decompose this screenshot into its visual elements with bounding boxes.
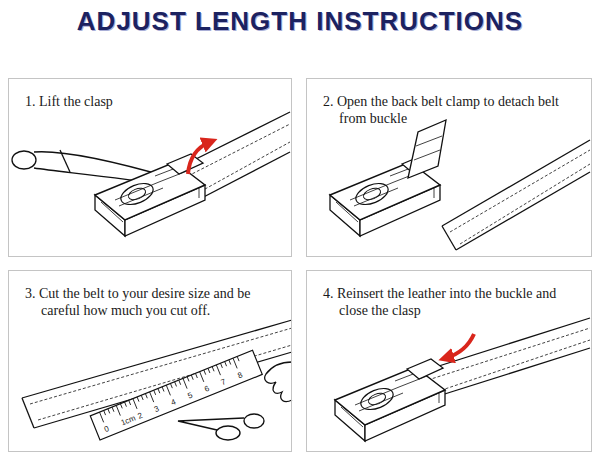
ruler-tick: [208, 368, 210, 373]
ruler-tick: [183, 378, 187, 388]
ruler-tick: [212, 367, 214, 372]
ruler-tick: [108, 409, 110, 414]
step-instruction: 1. Lift the clasp: [25, 93, 277, 110]
ruler-tick: [221, 363, 223, 368]
ruler-tick: [237, 357, 239, 362]
hand: [265, 362, 292, 402]
belt-strap: [194, 152, 290, 202]
ruler-tick: [179, 380, 181, 385]
ruler-tick: [216, 365, 220, 375]
hand: [265, 362, 292, 402]
ruler: [90, 350, 262, 440]
scissors: [244, 414, 264, 428]
ruler-tick: [112, 407, 114, 412]
open-clamp: [408, 120, 446, 178]
ruler-tick: [225, 362, 227, 367]
ruler-tick: [154, 390, 156, 395]
ruler-tick: [137, 397, 139, 402]
lift-arrow: [188, 142, 210, 174]
ruler-tick: [175, 382, 177, 387]
ruler-tick: [229, 360, 231, 365]
belt-strap: [420, 318, 590, 398]
detached-belt: [450, 150, 590, 244]
step-panel: 1. Lift the clasp: [8, 78, 292, 257]
belt-buckle: [335, 359, 445, 441]
step-instruction: 3. Cut the belt to your desire size and …: [25, 285, 277, 319]
ruler-tick: [187, 377, 189, 382]
ruler-tick: [125, 402, 127, 407]
ruler: [90, 350, 262, 440]
ruler-tick: [116, 405, 120, 415]
ruler-tick: [120, 404, 122, 409]
detached-belt: [442, 140, 590, 226]
detached-belt: [442, 226, 456, 250]
step-instruction: 4. Reinsert the leather into the buckle …: [323, 285, 577, 319]
ruler-tick: [100, 412, 104, 422]
open-clamp: [408, 120, 446, 178]
close-arrow: [446, 334, 474, 358]
step-instruction: 2. Open the back belt clamp to detach be…: [323, 93, 577, 127]
belt-strap: [428, 328, 590, 392]
pliers-tool: [60, 150, 70, 172]
ruler-tick: [104, 410, 106, 415]
ruler-tick: [195, 373, 197, 378]
step-panel: 4. Reinsert the leather into the buckle …: [306, 270, 592, 452]
ruler: [100, 357, 242, 423]
page-title: ADJUST LENGTH INSTRUCTIONS: [0, 6, 600, 37]
belt-strap: [22, 398, 34, 428]
scissors: [216, 426, 240, 440]
ruler-tick: [150, 392, 154, 402]
ruler-tick: [141, 395, 143, 400]
ruler-tick: [204, 370, 206, 375]
ruler-tick: [191, 375, 193, 380]
detached-belt: [456, 172, 590, 250]
scissors: [178, 418, 244, 430]
detached-belt: [442, 140, 590, 250]
ruler-tick: [200, 372, 204, 382]
ruler-tick: [129, 400, 131, 405]
step-panel: 3. Cut the belt to your desire size and …: [8, 270, 292, 452]
belt-strap: [420, 318, 590, 372]
ruler-tick: [166, 385, 170, 395]
ruler-tick: [162, 387, 164, 392]
open-clamp: [414, 136, 442, 160]
pliers-tool: [12, 151, 36, 169]
ruler-tick: [233, 358, 237, 368]
scissors: [178, 414, 264, 440]
step-panel: 2. Open the back belt clamp to detach be…: [306, 78, 592, 257]
ruler-tick: [145, 394, 147, 399]
ruler-tick: [170, 383, 172, 388]
ruler-tick: [133, 399, 137, 409]
ruler-tick: [158, 389, 160, 394]
